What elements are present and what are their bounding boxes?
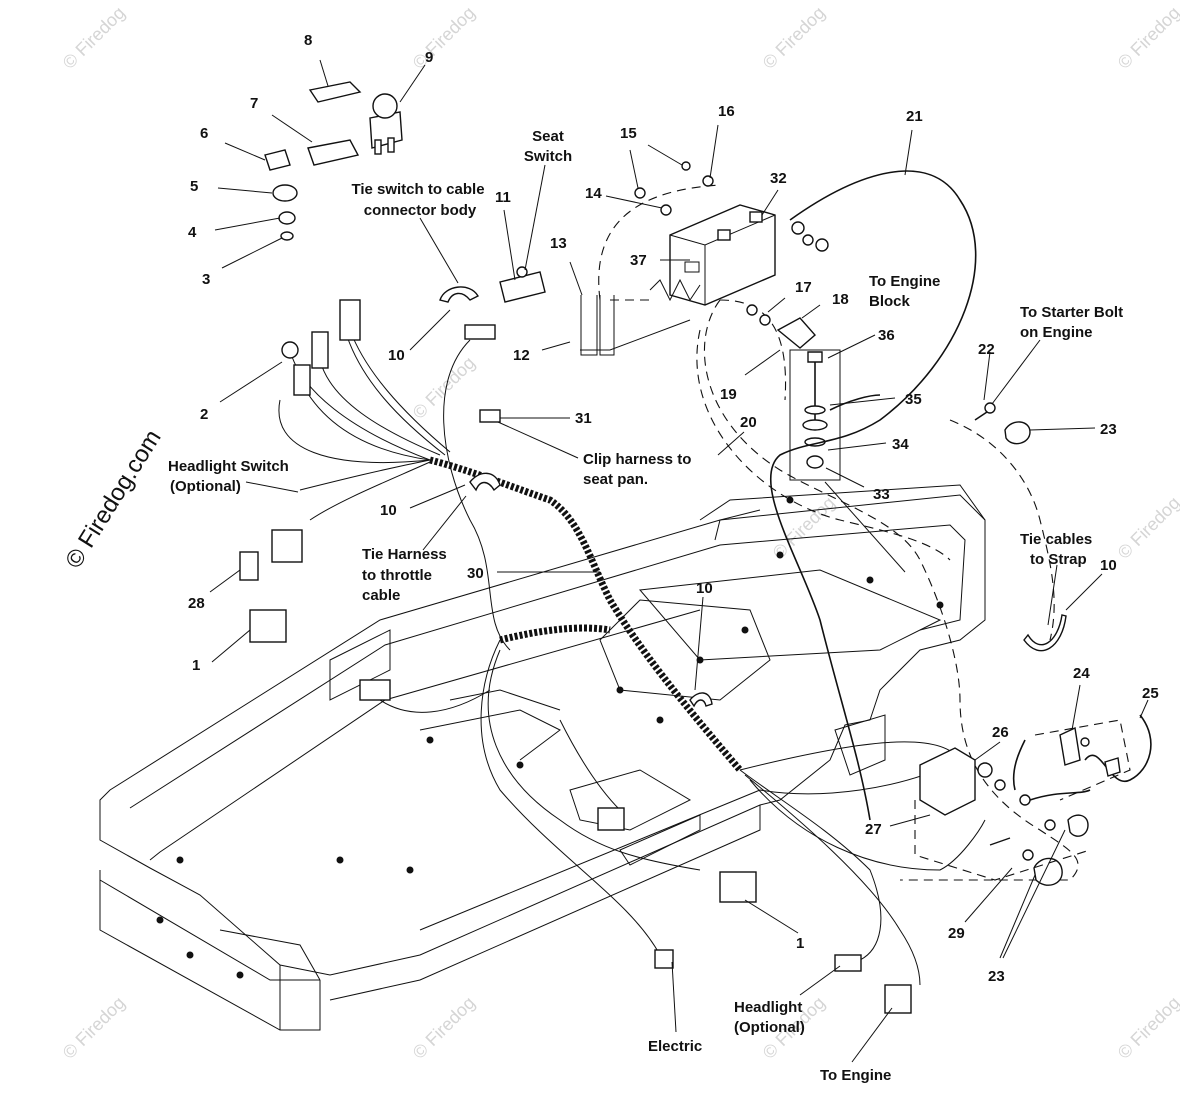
- callout-10: 10: [1100, 557, 1117, 574]
- callout-10: 10: [696, 580, 713, 597]
- callout-10: 10: [380, 502, 397, 519]
- callout-21: 21: [906, 108, 923, 125]
- callout-31: 31: [575, 410, 592, 427]
- note-tie-switch: connector body: [364, 202, 477, 219]
- battery: [669, 204, 776, 306]
- cable-25: [1084, 714, 1152, 783]
- main-harness-30: [429, 456, 743, 773]
- callout-14: 14: [585, 185, 602, 202]
- watermark-side: © Firedog.com: [60, 425, 166, 573]
- callout-23: 23: [988, 968, 1005, 985]
- cable-tie-strap: [1023, 614, 1067, 652]
- note-headlight-switch: (Optional): [170, 478, 241, 495]
- note-headlight: (Optional): [734, 1019, 805, 1036]
- note-tie-cables: Tie cables: [1020, 531, 1092, 548]
- callout-24: 24: [1073, 665, 1090, 682]
- note-starter-bolt: on Engine: [1020, 324, 1093, 341]
- leader-lines: [209, 59, 1149, 1063]
- battery-bracket-outline: [598, 184, 721, 301]
- cable-21: [769, 170, 977, 821]
- callout-20: 20: [740, 414, 757, 431]
- starter-bolt-parts: [974, 402, 1031, 445]
- callout-26: 26: [992, 724, 1009, 741]
- note-starter-bolt: To Starter Bolt: [1020, 304, 1123, 321]
- callout-8: 8: [304, 32, 312, 49]
- note-engine-block: Block: [869, 293, 911, 310]
- watermark-tile: © Firedog: [759, 3, 829, 73]
- callout-25: 25: [1142, 685, 1159, 702]
- watermark-tile: © Firedog: [59, 993, 129, 1063]
- note-seat-switch: Seat: [532, 128, 564, 145]
- callout-16: 16: [718, 103, 735, 120]
- watermark-tile: © Firedog: [1114, 3, 1180, 73]
- watermark-tile: © Firedog: [1114, 993, 1180, 1063]
- engine-ground-stack: [789, 349, 841, 481]
- note-electric: Electric: [648, 1038, 702, 1055]
- callout-9: 9: [425, 49, 433, 66]
- callout-29: 29: [948, 925, 965, 942]
- note-clip-harness: Clip harness to: [583, 451, 691, 468]
- callout-28: 28: [188, 595, 205, 612]
- starter-solenoid: [914, 719, 1131, 886]
- battery-hardware: [634, 161, 829, 349]
- note-tie-harness: to throttle: [362, 567, 432, 584]
- callout-22: 22: [978, 341, 995, 358]
- callout-34: 34: [892, 436, 909, 453]
- cable-20: [703, 299, 1079, 881]
- note-tie-harness: Tie Harness: [362, 546, 447, 563]
- callout-30: 30: [467, 565, 484, 582]
- note-engine-block: To Engine: [869, 273, 940, 290]
- callout-19: 19: [720, 386, 737, 403]
- note-tie-switch: Tie switch to cable: [351, 181, 484, 198]
- callout-33: 33: [873, 486, 890, 503]
- watermark-tile: © Firedog: [409, 3, 479, 73]
- note-headlight: Headlight: [734, 999, 802, 1016]
- hold-down-rod: [580, 295, 615, 356]
- callout-37: 37: [630, 252, 647, 269]
- callout-1: 1: [192, 657, 200, 674]
- chassis-holes: [156, 496, 944, 979]
- callout-2: 2: [200, 406, 208, 423]
- callout-27: 27: [865, 821, 882, 838]
- callout-5: 5: [190, 178, 198, 195]
- callout-17: 17: [795, 279, 812, 296]
- note-seat-switch: Switch: [524, 148, 572, 165]
- callout-12: 12: [513, 347, 530, 364]
- callout-numbers: 8 9 7 6 5 4 3 2 28 1 10 10 11 13 12 31 3…: [188, 32, 1159, 985]
- callout-4: 4: [188, 224, 197, 241]
- callout-1: 1: [796, 935, 804, 952]
- callout-32: 32: [770, 170, 787, 187]
- callout-13: 13: [550, 235, 567, 252]
- annotation-notes: Seat Switch Tie switch to cable connecto…: [168, 128, 1123, 1084]
- note-headlight-switch: Headlight Switch: [168, 458, 289, 475]
- chassis-frame: [99, 484, 986, 1031]
- watermark-tile: © Firedog: [59, 3, 129, 73]
- note-tie-harness: cable: [362, 587, 400, 604]
- callout-11: 11: [495, 189, 511, 206]
- watermark-tile: © Firedog: [409, 993, 479, 1063]
- callout-18: 18: [832, 291, 849, 308]
- callout-35: 35: [905, 391, 922, 408]
- part-24-bracket: [1059, 726, 1090, 766]
- note-clip-harness: seat pan.: [583, 471, 648, 488]
- callout-7: 7: [250, 95, 258, 112]
- watermark-tile: © Firedog: [1114, 493, 1180, 563]
- callout-10: 10: [388, 347, 405, 364]
- callout-36: 36: [878, 327, 895, 344]
- callout-3: 3: [202, 271, 210, 288]
- note-to-engine: To Engine: [820, 1067, 891, 1084]
- note-tie-cables: to Strap: [1030, 551, 1087, 568]
- switch-components: [239, 81, 912, 1014]
- callout-6: 6: [200, 125, 208, 142]
- callout-23: 23: [1100, 421, 1117, 438]
- callout-15: 15: [620, 125, 637, 142]
